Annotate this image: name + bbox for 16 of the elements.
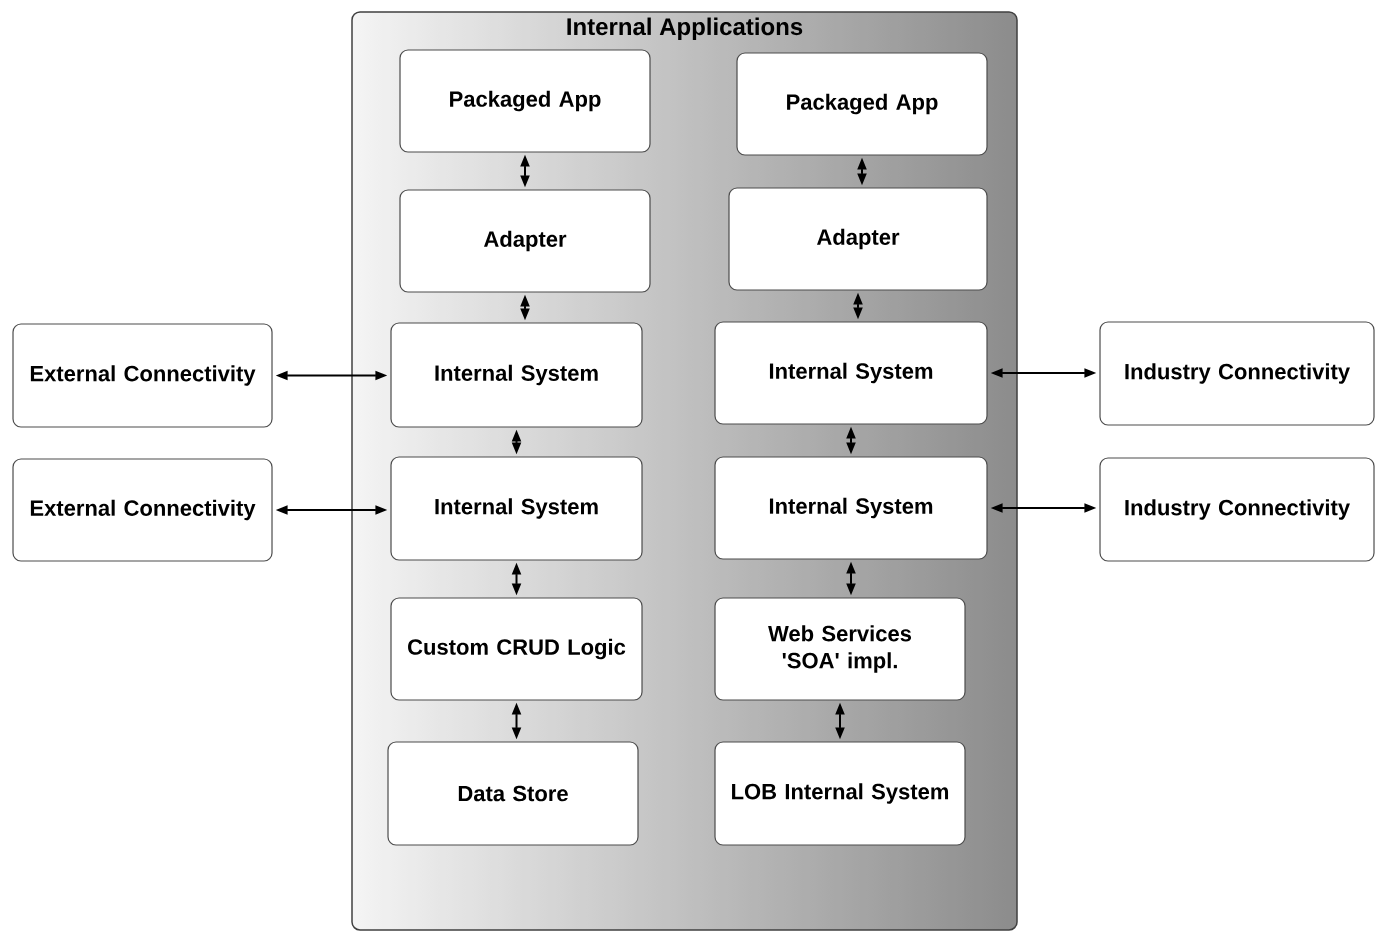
process-box: Internal System [714,321,988,425]
process-box: Internal System [390,456,643,561]
process-box: Web Services 'SOA' impl. [714,597,966,701]
process-box: Packaged App [399,49,651,153]
process-box: Internal System [714,456,988,560]
process-box: Internal System [390,322,643,428]
process-box: Custom CRUD Logic [390,597,643,701]
process-box: Packaged App [736,52,988,156]
process-box: Data Store [387,741,639,846]
process-box: Industry Connectivity [1099,321,1375,426]
process-box: External Connectivity [12,458,273,562]
process-box: Adapter [399,189,651,293]
process-box: Adapter [728,187,988,291]
process-box: External Connectivity [12,323,273,428]
process-box: Industry Connectivity [1099,457,1375,562]
process-box: LOB Internal System [714,741,966,846]
